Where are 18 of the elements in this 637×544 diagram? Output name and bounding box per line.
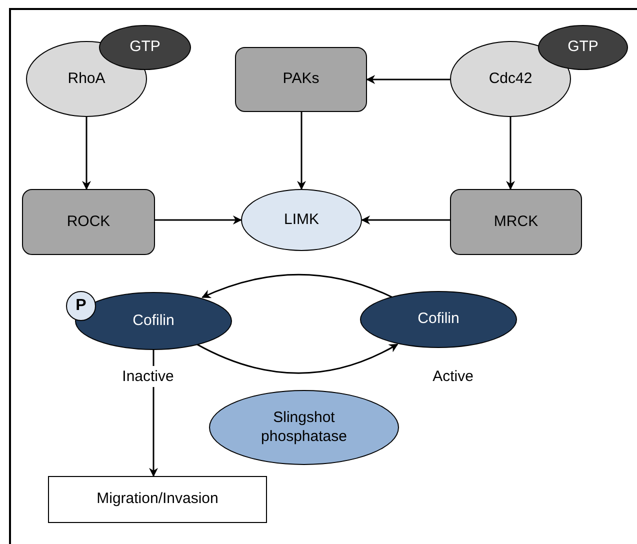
kinase-box: ROCK xyxy=(22,189,155,255)
arrow xyxy=(361,216,450,224)
kinase-box: MRCK xyxy=(450,189,582,255)
arrow xyxy=(82,117,91,190)
phosphate-circle: P xyxy=(66,291,96,321)
kinase-ellipse: LIMK xyxy=(241,189,362,251)
arrow xyxy=(297,112,306,190)
cofilin-ellipse: Cofilin xyxy=(360,291,517,348)
phosphatase-ellipse: Slingshot phosphatase xyxy=(209,390,399,465)
arrow xyxy=(506,117,515,190)
arrow xyxy=(202,274,392,298)
kinase-box: PAKs xyxy=(235,47,367,112)
outcome-box: Migration/Invasion xyxy=(48,476,267,523)
arrow xyxy=(155,216,242,224)
gtp-ellipse: GTP xyxy=(99,25,191,70)
gtp-ellipse: GTP xyxy=(538,25,628,70)
arrow xyxy=(366,75,450,84)
arrow xyxy=(196,344,398,374)
